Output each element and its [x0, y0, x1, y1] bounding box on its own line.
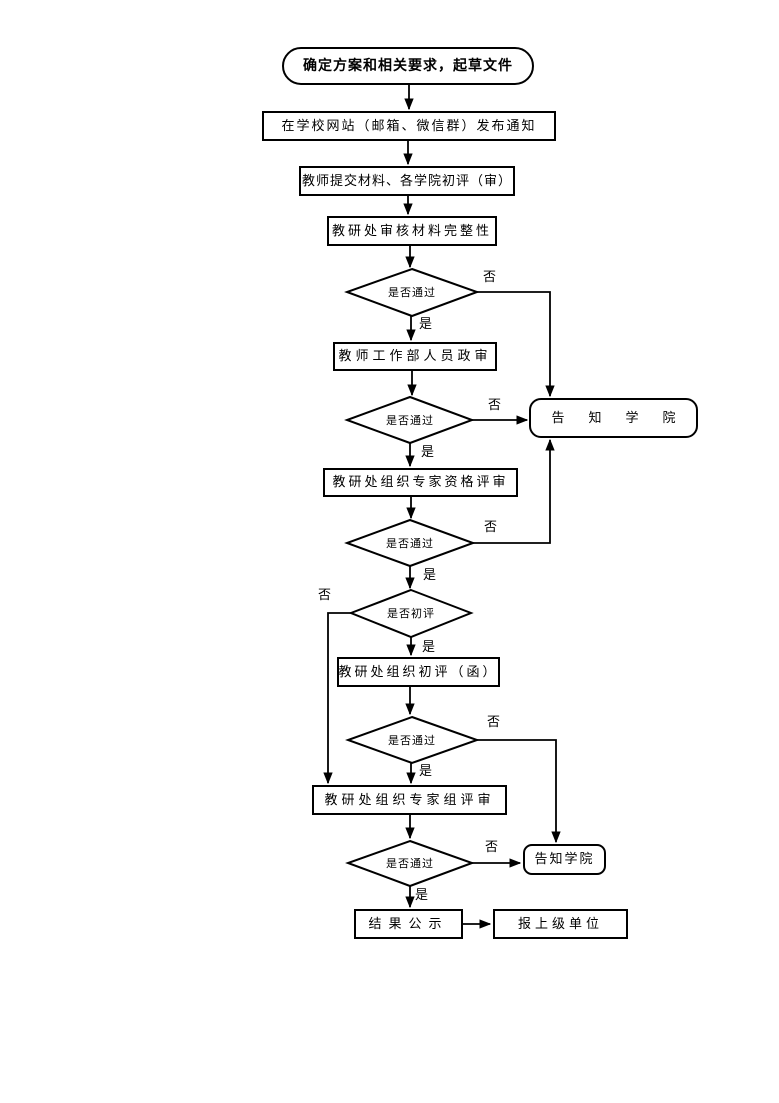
- diamond-d3-shape: [344, 518, 476, 568]
- node-start: 确定方案和相关要求，起草文件: [282, 47, 534, 85]
- edge-label-yes-3: 是: [423, 568, 437, 583]
- edge-d4-no-to-expert: [323, 612, 351, 785]
- edge-label-no-1: 否: [483, 270, 497, 285]
- diamond-d5-shape: [345, 715, 480, 765]
- node-publish-notice: 在学校网站（邮箱、微信群）发布通知: [262, 111, 556, 141]
- edge-d5-no-to-inform2: [477, 739, 561, 844]
- node-inform-college-2: 告知学院: [523, 844, 606, 875]
- diamond-d3-label: 是否通过: [386, 536, 434, 550]
- diamond-d4-label: 是否初评: [387, 606, 435, 620]
- node-initial-review: 教研处组织初评（函）: [337, 657, 500, 687]
- edge-label-yes-2: 是: [421, 445, 435, 460]
- diamond-d6-label: 是否通过: [386, 856, 434, 870]
- edge-d3-no-to-inform1: [473, 438, 555, 544]
- edge-label-no-5: 否: [487, 715, 501, 730]
- edge-d1-no-to-inform1: [477, 291, 555, 398]
- node-political-review: 教师工作部人员政审: [333, 342, 497, 371]
- diamond-d6-shape: [345, 839, 475, 888]
- edge-label-no-3: 否: [484, 520, 498, 535]
- node-inform-college-1: 告知学院: [529, 398, 698, 438]
- node-teacher-submit: 教师提交材料、各学院初评（审）: [299, 166, 515, 196]
- edge-label-yes-1: 是: [419, 317, 433, 332]
- diamond-d1-label: 是否通过: [388, 285, 436, 299]
- edge-label-no-4: 否: [318, 588, 332, 603]
- diamond-d1-shape: [344, 267, 480, 318]
- edge-label-yes-4: 是: [422, 640, 436, 655]
- diamond-d4-shape: [348, 588, 474, 639]
- diamond-d2-shape: [344, 395, 475, 445]
- edge-label-no-6: 否: [485, 840, 499, 855]
- edge-label-yes-5: 是: [419, 764, 433, 779]
- diamond-d2-label: 是否通过: [386, 413, 434, 427]
- node-result-publicity: 结果公示: [354, 909, 463, 939]
- edge-label-yes-6: 是: [415, 888, 429, 903]
- node-material-check: 教研处审核材料完整性: [327, 216, 497, 246]
- node-expert-group-review: 教研处组织专家组评审: [312, 785, 507, 815]
- edge-label-no-2: 否: [488, 398, 502, 413]
- node-report-superior: 报上级单位: [493, 909, 628, 939]
- node-qualification-review: 教研处组织专家资格评审: [323, 468, 518, 497]
- diamond-d5-label: 是否通过: [388, 733, 436, 747]
